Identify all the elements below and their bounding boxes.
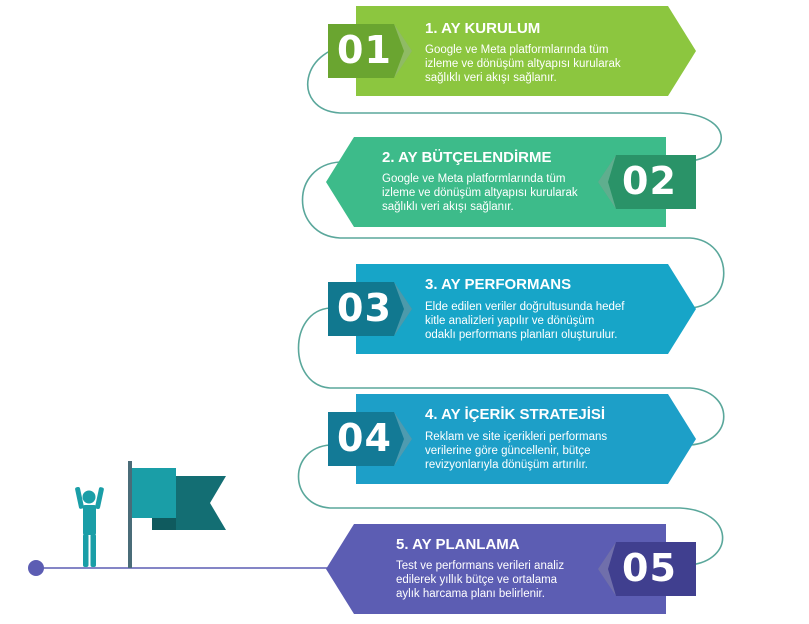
- flag-icon: [128, 461, 226, 568]
- step-4-card: 04 4. AY İÇERİK STRATEJİSİ Reklam ve sit…: [328, 394, 696, 484]
- step-2-card: 2. AY BÜTÇELENDİRME Google ve Meta platf…: [326, 137, 696, 227]
- step-5-number: 05: [622, 546, 677, 590]
- step-1-card: 01 1. AY KURULUM Google ve Meta platform…: [328, 6, 696, 96]
- step-5-card: 5. AY PLANLAMA Test ve performans verile…: [326, 524, 696, 614]
- step-1-title: 1. AY KURULUM: [425, 20, 541, 37]
- step-1-number: 01: [337, 28, 392, 72]
- step-3-card: 03 3. AY PERFORMANS Elde edilen veriler …: [328, 264, 696, 354]
- ground-dot: [28, 560, 44, 576]
- step-4-title: 4. AY İÇERİK STRATEJİSİ: [425, 406, 606, 423]
- step-3-title: 3. AY PERFORMANS: [425, 276, 572, 293]
- step-2-title: 2. AY BÜTÇELENDİRME: [382, 149, 552, 166]
- step-1-shape: [328, 6, 696, 96]
- step-2-shape: [326, 137, 696, 227]
- step-3-number: 03: [337, 286, 392, 330]
- step-4-number: 04: [337, 416, 392, 460]
- step-2-number: 02: [622, 159, 677, 203]
- person-icon: [75, 486, 104, 567]
- step-5-title: 5. AY PLANLAMA: [396, 536, 520, 553]
- step-4-shape: [328, 394, 696, 484]
- step-5-shape: [326, 524, 696, 614]
- step-3-shape: [328, 264, 696, 354]
